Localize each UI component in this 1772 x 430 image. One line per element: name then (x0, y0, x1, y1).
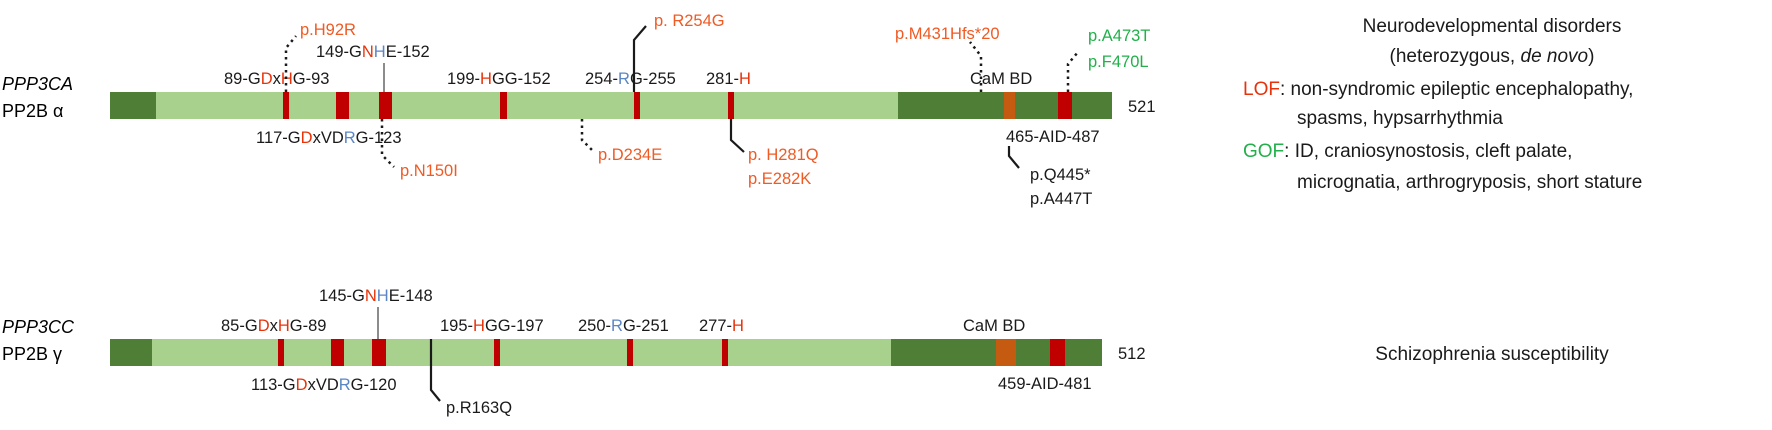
r163q-connector (429, 339, 441, 402)
variant-r163q: p.R163Q (446, 399, 512, 417)
protein-name-pp2b-alpha: PP2B α (2, 101, 63, 121)
ppp3cc-cam-binding-domain (996, 339, 1016, 366)
gof-line-1: GOF: ID, craniosynostosis, cleft palate, (1243, 141, 1572, 162)
cam-bd-label-ppp3cc: CaM BD (963, 317, 1025, 335)
gene-name-ppp3cc: PPP3CC (2, 317, 75, 337)
ppp3cc-motif-250 (627, 339, 633, 366)
m431-connector (969, 41, 983, 92)
motif-label-250-251: 250-RG-251 (578, 317, 669, 335)
n150i-connector (380, 119, 395, 168)
a473t-connector (1066, 51, 1079, 92)
h281q-connector (729, 119, 745, 153)
ppp3ca-motif-117 (336, 92, 349, 119)
variant-r254g: p. R254G (654, 12, 725, 30)
ppp3cc-motif-113 (331, 339, 344, 366)
ppp3cc-track: PPP3CC PP2B γ 512 145-GNHE-148 85-GDxHG-… (2, 287, 1146, 417)
legend-title: Neurodevelopmental disorders (1363, 16, 1622, 37)
ppp3cc-length: 512 (1118, 345, 1146, 363)
ppp3cc-motif-195 (494, 339, 500, 366)
variant-h92r: p.H92R (300, 21, 356, 39)
cam-bd-label-ppp3ca: CaM BD (970, 70, 1032, 88)
ppp3cc-motif-85 (278, 339, 284, 366)
ppp3cc-motif-145 (372, 339, 386, 366)
variant-e282k: p.E282K (748, 170, 811, 188)
motif-label-89-93: 89-GDxHG-93 (224, 70, 329, 88)
phenotype-legend: Neurodevelopmental disorders (heterozygo… (1243, 16, 1642, 365)
gene-name-ppp3ca: PPP3CA (2, 74, 73, 94)
r254g-connector (632, 25, 647, 92)
motif-label-195-197: 195-HGG-197 (440, 317, 544, 335)
ppp3ca-motif-89 (283, 92, 289, 119)
schizophrenia-label: Schizophrenia susceptibility (1375, 344, 1609, 365)
motif-label-85-89: 85-GDxHG-89 (221, 317, 326, 335)
ppp3ca-motif-199 (500, 92, 507, 119)
motif-label-145-148: 145-GNHE-148 (319, 287, 433, 305)
d234e-connector (580, 119, 595, 153)
ppp3ca-n-terminal (110, 92, 156, 119)
ppp3ca-motif-149 (379, 92, 392, 119)
gof-line-2: micrognatia, arthrogryposis, short statu… (1297, 172, 1642, 193)
ppp3ca-aid-domain (1058, 92, 1072, 119)
motif-label-149-152: 149-GNHE-152 (316, 43, 430, 61)
motif-label-113-120: 113-GDxVDRG-120 (251, 376, 397, 394)
motif-label-281: 281-H (706, 70, 751, 88)
variant-d234e: p.D234E (598, 146, 662, 164)
ppp3ca-track: PPP3CA PP2B α 521 89-GDxHG-93 149-GNHE-1… (2, 12, 1156, 208)
motif-label-254-255: 254-RG-255 (585, 70, 676, 88)
variant-f470l: p.F470L (1088, 53, 1149, 71)
motif-label-117-123: 117-GDxVDRG-123 (256, 129, 402, 147)
variant-a447t: p.A447T (1030, 190, 1092, 208)
motif-label-199: 199-HGG-152 (447, 70, 551, 88)
variant-m431hfs20: p.M431Hfs*20 (895, 25, 1000, 43)
legend-subtitle: (heterozygous, de novo) (1390, 46, 1595, 67)
protein-name-pp2b-gamma: PP2B γ (2, 344, 62, 364)
ppp3ca-motif-281 (728, 92, 734, 119)
ppp3cc-motif-277 (722, 339, 728, 366)
variant-n150i: p.N150I (400, 162, 458, 180)
ppp3ca-length: 521 (1128, 98, 1156, 116)
lof-line-1: LOF: non-syndromic epileptic encephalopa… (1243, 79, 1633, 100)
aid-label-ppp3ca: 465-AID-487 (1006, 128, 1100, 146)
ppp3ca-motif-254 (634, 92, 640, 119)
ppp3cc-aid-domain (1050, 339, 1065, 366)
aid-label-ppp3cc: 459-AID-481 (998, 375, 1092, 393)
ppp3cc-n-terminal (110, 339, 152, 366)
ppp3ca-cam-binding-domain (1004, 92, 1015, 119)
variant-q445: p.Q445* (1030, 166, 1091, 184)
q445-connector (1007, 146, 1020, 169)
motif-label-277: 277-H (699, 317, 744, 335)
lof-line-2: spasms, hypsarrhythmia (1297, 108, 1503, 129)
variant-a473t: p.A473T (1088, 27, 1150, 45)
h92r-connector (284, 35, 297, 92)
variant-h281q: p. H281Q (748, 146, 819, 164)
